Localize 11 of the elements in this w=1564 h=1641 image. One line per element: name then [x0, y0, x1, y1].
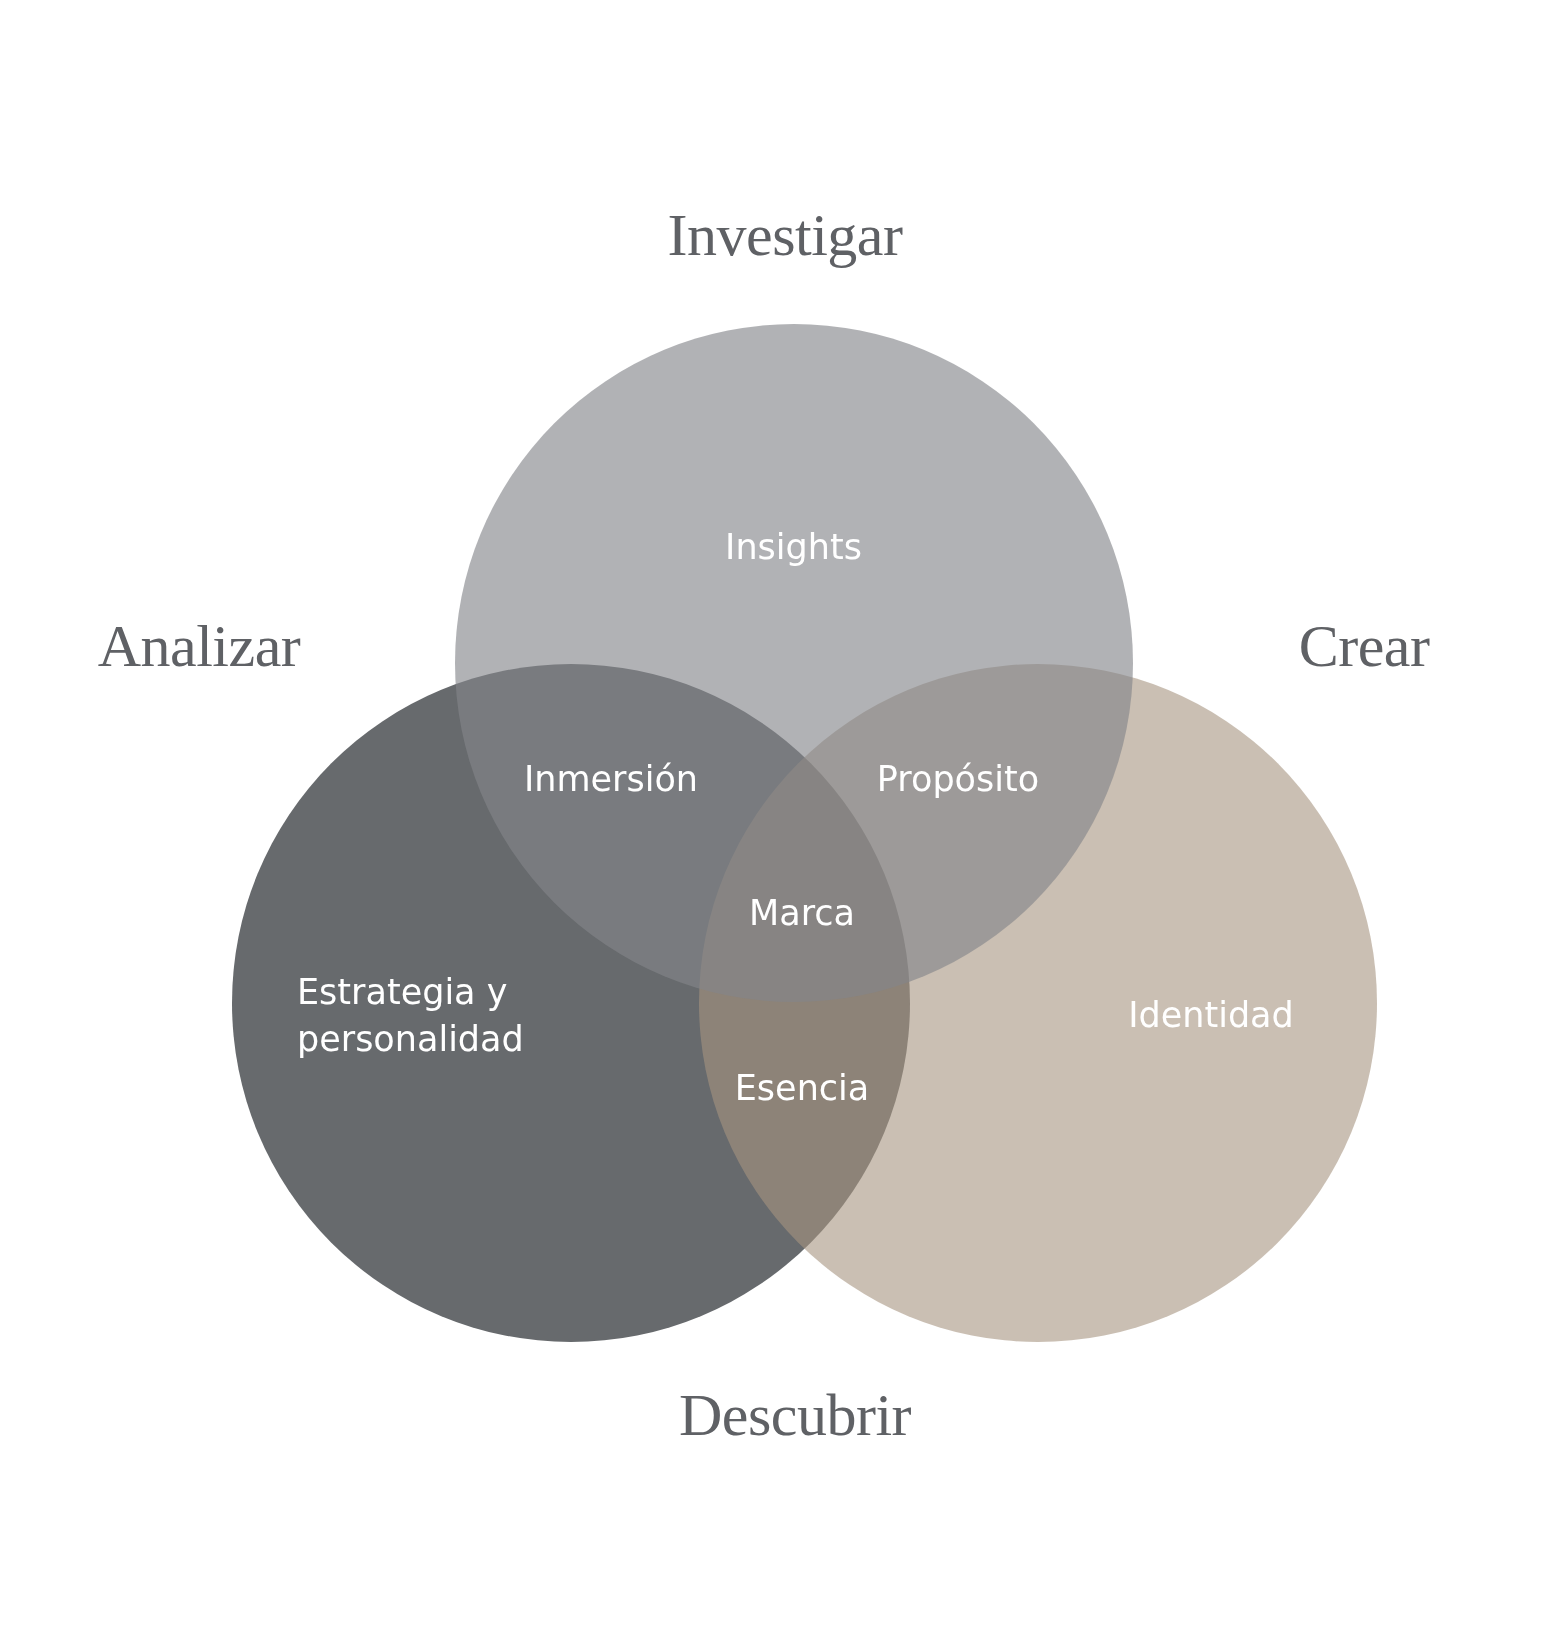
category-heading: Analizar — [97, 611, 301, 681]
region-label: Estrategia y personalidad — [297, 971, 525, 1061]
overlap-label: Esencia — [734, 1066, 870, 1110]
region-label: Identidad — [1128, 993, 1294, 1037]
overlap-label: Inmersión — [523, 757, 699, 801]
category-heading: Descubrir — [678, 1380, 912, 1450]
region-label: Insights — [725, 525, 862, 569]
category-heading: Crear — [1298, 611, 1430, 681]
overlap-label: Marca — [749, 891, 855, 935]
category-heading: Investigar — [667, 200, 903, 270]
overlap-label: Propósito — [876, 757, 1040, 801]
